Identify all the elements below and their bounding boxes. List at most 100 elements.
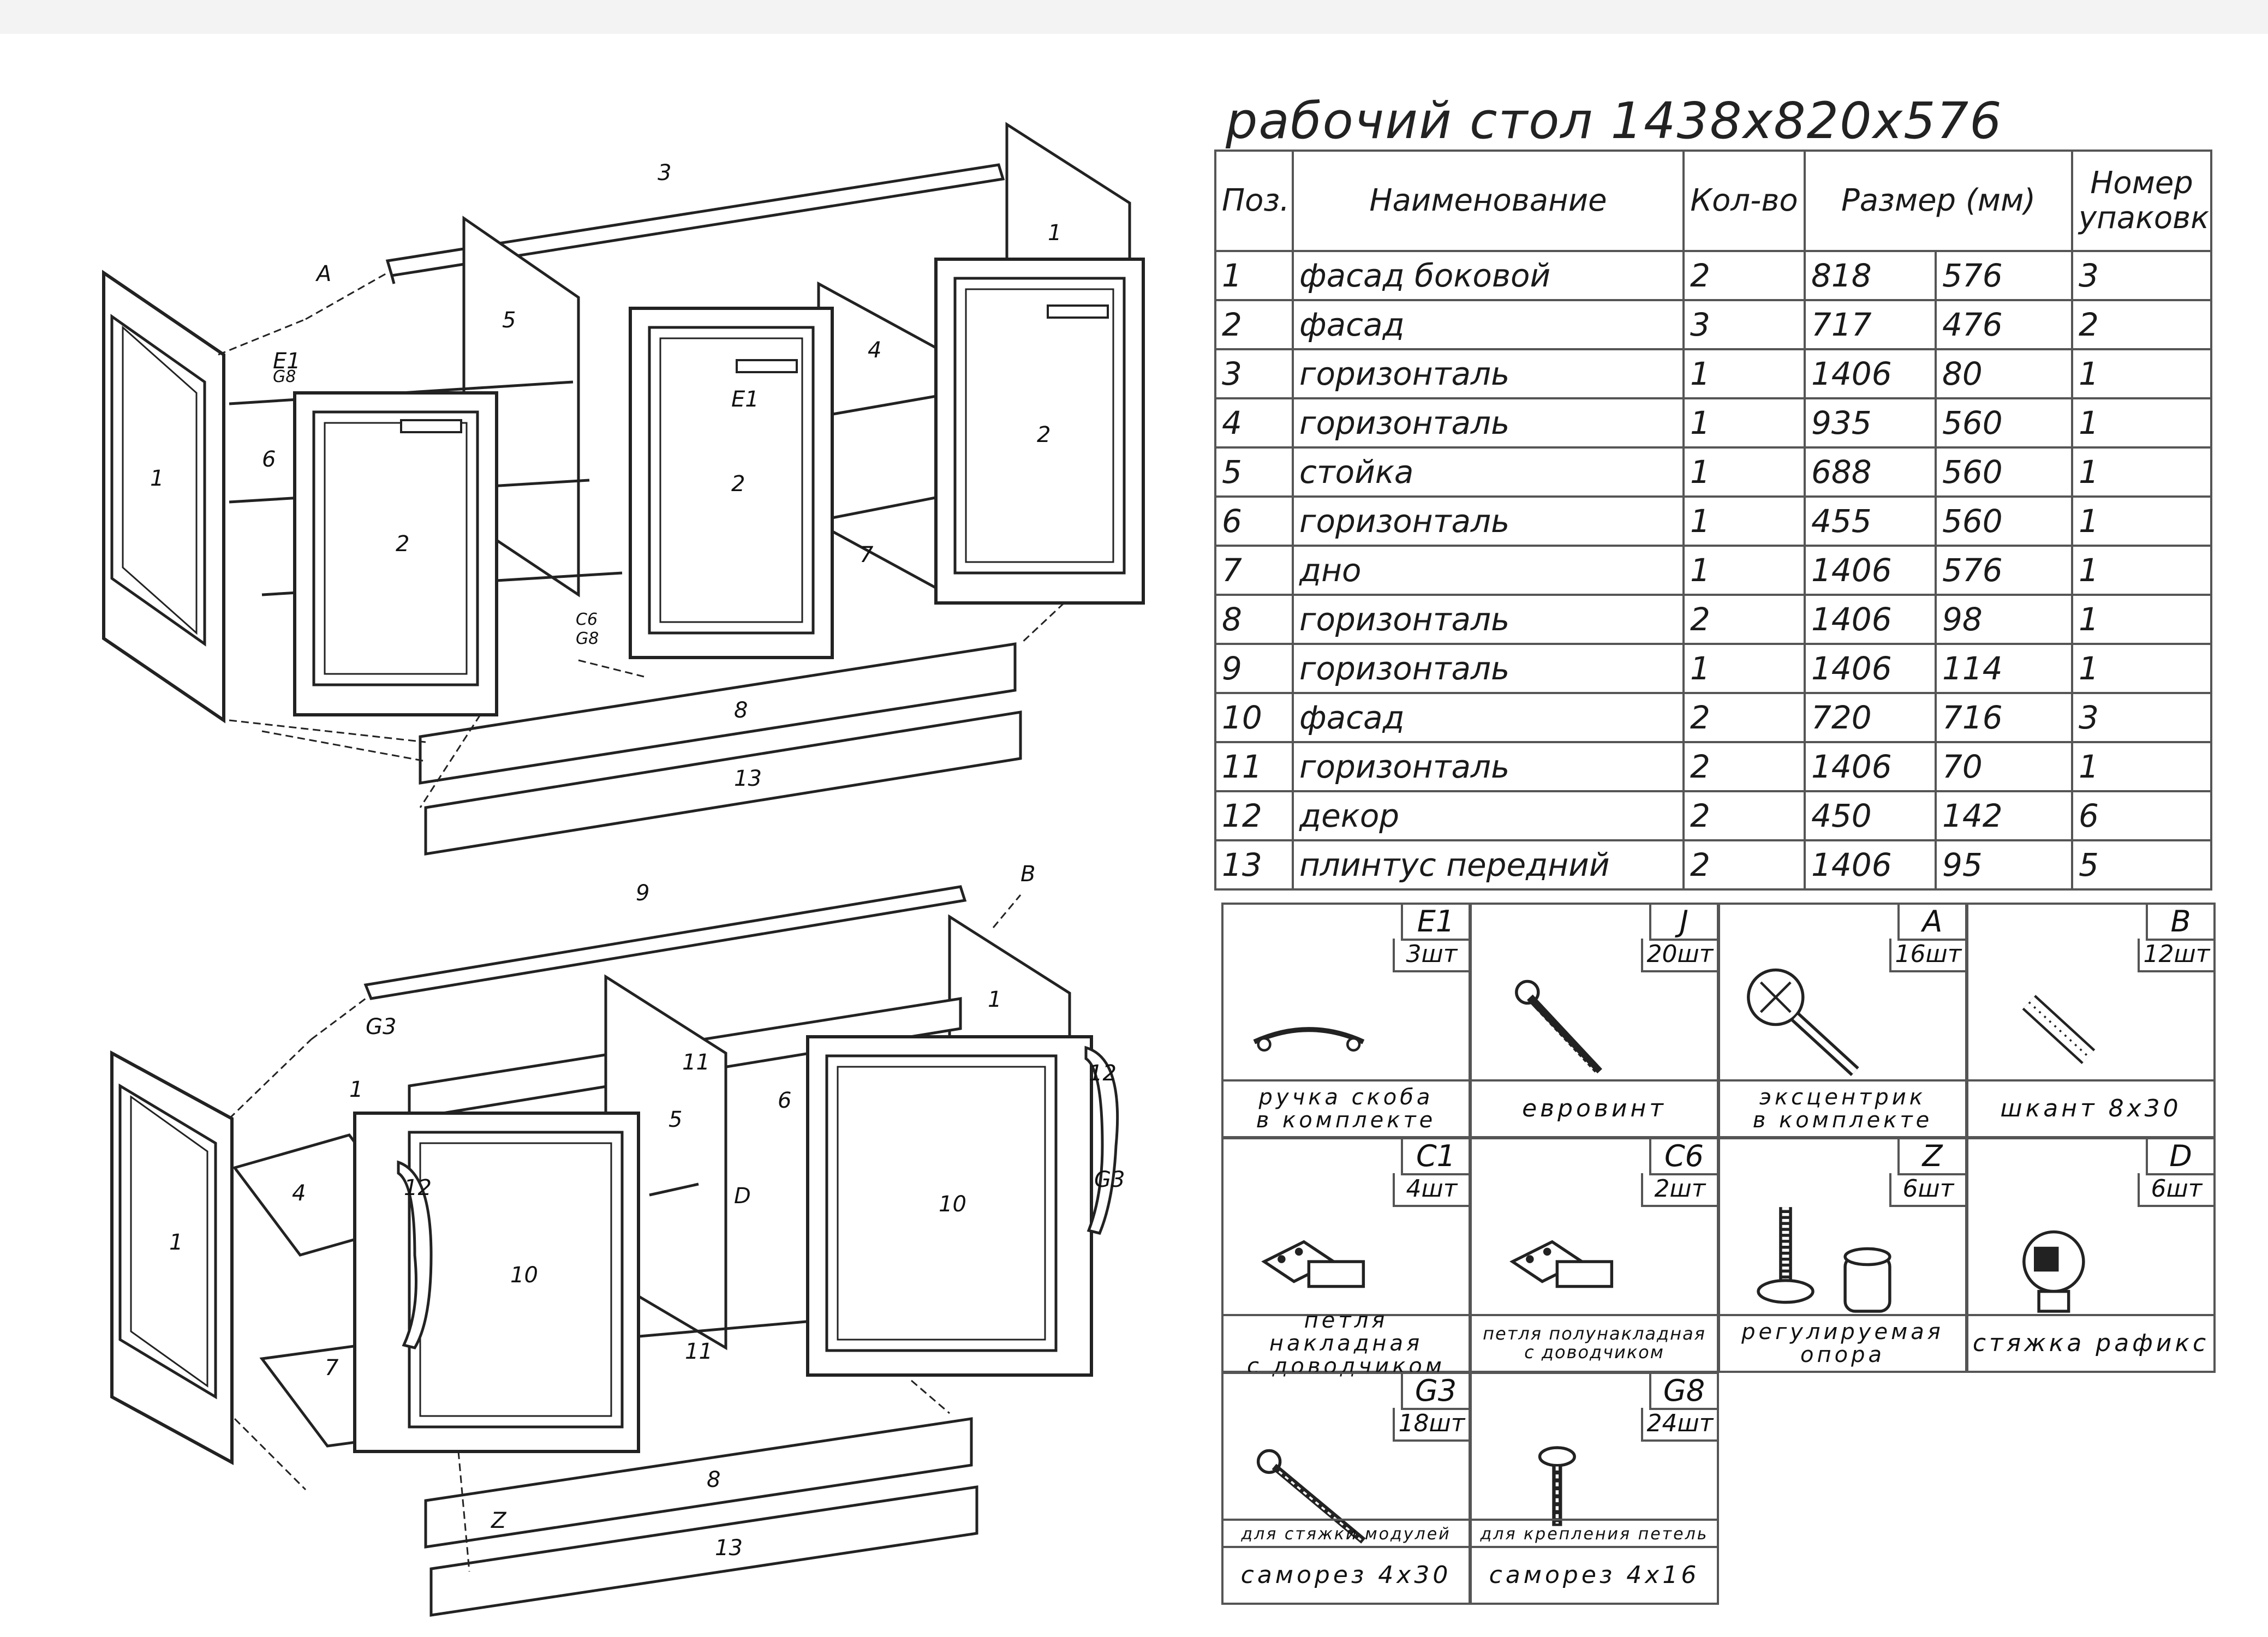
euroscrew-icon xyxy=(1515,979,1602,1075)
hardware-qty: 6шт xyxy=(2138,1173,2213,1207)
hardware-code: B xyxy=(2146,905,2213,941)
cell-h: 576 xyxy=(1934,545,2074,596)
svg-text:2: 2 xyxy=(396,531,409,557)
hardware-qty: 4шт xyxy=(1393,1173,1469,1207)
cell-name: горизонталь xyxy=(1292,594,1685,645)
parts-table: Поз. Наименование Кол-во Размер (мм) Ном… xyxy=(1214,150,2213,891)
cell-pack: 5 xyxy=(2071,839,2213,891)
svg-text:6: 6 xyxy=(262,447,276,472)
hardware-label: саморез 4х30 xyxy=(1223,1546,1469,1603)
cell-pack: 1 xyxy=(2071,446,2213,498)
hardware-note: для крепления петель xyxy=(1472,1519,1717,1548)
rafix-icon xyxy=(2022,1230,2085,1313)
adjustable-foot-icon xyxy=(1757,1207,1891,1313)
svg-text:B: B xyxy=(1020,862,1035,887)
hardware-qty: 20шт xyxy=(1641,939,1717,972)
cell-qty: 1 xyxy=(1682,446,1806,498)
screw-long-icon xyxy=(1256,1449,1366,1544)
svg-text:Z: Z xyxy=(491,1508,507,1533)
cell-qty: 1 xyxy=(1682,495,1806,547)
cell-pos: 1 xyxy=(1214,250,1294,301)
cell-pack: 1 xyxy=(2071,643,2213,694)
cell-w: 1406 xyxy=(1804,839,1937,891)
svg-text:12: 12 xyxy=(404,1175,432,1200)
cell-qty: 2 xyxy=(1682,692,1806,743)
cell-pack: 1 xyxy=(2071,594,2213,645)
cell-h: 70 xyxy=(1934,741,2074,792)
cell-pack: 1 xyxy=(2071,741,2213,792)
cell-pos: 4 xyxy=(1214,397,1294,449)
svg-text:7: 7 xyxy=(860,542,874,567)
svg-text:G8: G8 xyxy=(273,367,296,386)
hardware-label-line1: стяжка рафикс xyxy=(1972,1329,2210,1357)
cell-qty: 3 xyxy=(1682,299,1806,350)
svg-text:10: 10 xyxy=(510,1263,538,1288)
cell-pos: 8 xyxy=(1214,594,1294,645)
eccentric-icon xyxy=(1747,968,1859,1076)
cell-qty: 2 xyxy=(1682,790,1806,841)
hardware-label-line1: саморез 4х30 xyxy=(1240,1561,1452,1589)
hardware-label-line2: с доводчиком xyxy=(1524,1342,1664,1363)
hardware-label-line1: евровинт xyxy=(1522,1094,1667,1122)
cell-pos: 13 xyxy=(1214,839,1294,891)
screw-short-icon xyxy=(1538,1446,1576,1526)
svg-text:E1: E1 xyxy=(731,387,759,412)
col-header-name: Наименование xyxy=(1292,150,1685,252)
cell-h: 560 xyxy=(1934,446,2074,498)
cell-name: горизонталь xyxy=(1292,348,1685,399)
cell-w: 935 xyxy=(1804,397,1937,449)
hardware-qty: 18шт xyxy=(1393,1408,1469,1442)
hardware-label-line1: петля полунакладная xyxy=(1483,1323,1706,1345)
svg-text:9: 9 xyxy=(636,881,649,906)
svg-text:12: 12 xyxy=(1089,1061,1117,1086)
hardware-code: D xyxy=(2146,1139,2213,1175)
svg-text:5: 5 xyxy=(669,1107,682,1132)
svg-text:7: 7 xyxy=(325,1355,339,1381)
svg-text:1: 1 xyxy=(169,1230,183,1255)
cell-qty: 1 xyxy=(1682,545,1806,596)
empty-cell xyxy=(1966,1372,2216,1605)
cell-name: плинтус передний xyxy=(1292,839,1685,891)
cell-h: 576 xyxy=(1934,250,2074,301)
svg-text:8: 8 xyxy=(707,1467,720,1492)
cell-pack: 3 xyxy=(2071,692,2213,743)
hardware-label-line1: петля накладная xyxy=(1269,1308,1423,1356)
cell-name: горизонталь xyxy=(1292,397,1685,449)
hardware-label-line1: ручка скоба xyxy=(1258,1085,1434,1110)
hardware-code: Z xyxy=(1897,1139,1965,1175)
cell-qty: 1 xyxy=(1682,643,1806,694)
hardware-qty: 24шт xyxy=(1641,1408,1717,1442)
svg-text:G3: G3 xyxy=(366,1014,396,1039)
cell-pos: 7 xyxy=(1214,545,1294,596)
cell-pack: 1 xyxy=(2071,545,2213,596)
cell-qty: 2 xyxy=(1682,594,1806,645)
svg-text:1: 1 xyxy=(988,987,1001,1012)
hardware-qty: 16шт xyxy=(1889,939,1965,972)
hardware-label-line1: эксцентрик xyxy=(1759,1085,1926,1110)
hardware-label: евровинт xyxy=(1472,1079,1717,1136)
hardware-label-line2: в комплекте xyxy=(1256,1108,1436,1133)
svg-text:3: 3 xyxy=(658,160,671,186)
cell-pos: 10 xyxy=(1214,692,1294,743)
cell-pos: 5 xyxy=(1214,446,1294,498)
hardware-code: E1 xyxy=(1401,905,1469,941)
hardware-qty: 12шт xyxy=(2138,939,2213,972)
svg-text:E1: E1 xyxy=(273,349,301,374)
cell-w: 1406 xyxy=(1804,643,1937,694)
